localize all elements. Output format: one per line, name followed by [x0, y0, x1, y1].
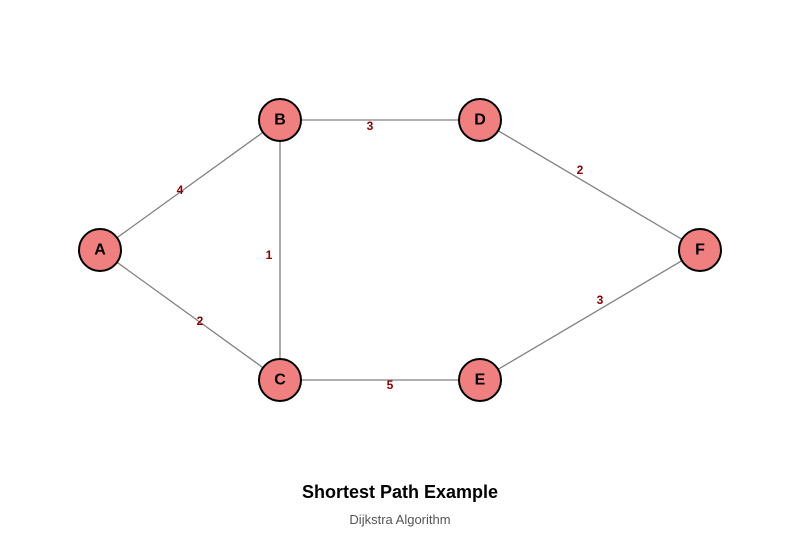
edges-layer	[99, 119, 701, 381]
diagram-subtitle: Dijkstra Algorithm	[349, 512, 451, 527]
node-circle-f	[678, 228, 722, 272]
node-circle-b	[258, 98, 302, 142]
node-circle-e	[458, 358, 502, 402]
edge-a-b	[99, 119, 281, 251]
edge-weight-b-c: 1	[266, 248, 273, 262]
edge-d-f	[479, 119, 701, 251]
node-label-e: E	[475, 372, 486, 389]
node-f: F	[678, 228, 722, 272]
edge-e-f	[479, 249, 701, 381]
node-label-f: F	[695, 242, 705, 259]
node-a: A	[78, 228, 122, 272]
node-label-b: B	[274, 112, 286, 129]
edge-weight-c-e: 5	[387, 378, 394, 392]
diagram-title: Shortest Path Example	[301, 482, 499, 502]
node-label-a: A	[94, 242, 106, 259]
edge-weight-e-f: 3	[597, 293, 604, 307]
node-circle-d	[458, 98, 502, 142]
edge-weight-a-c: 2	[197, 314, 204, 328]
nodes-layer: A B C D E F	[78, 98, 722, 402]
edge-weight-b-d: 3	[367, 119, 374, 133]
node-e: E	[458, 358, 502, 402]
edge-weights-layer: 4 2 1 3 5 2 3	[177, 119, 604, 392]
node-label-d: D	[474, 112, 486, 129]
node-b: B	[258, 98, 302, 142]
node-circle-a	[78, 228, 122, 272]
node-d: D	[458, 98, 502, 142]
node-circle-c	[258, 358, 302, 402]
edge-weight-a-b: 4	[177, 183, 184, 197]
node-c: C	[258, 358, 302, 402]
node-label-c: C	[274, 372, 286, 389]
edge-weight-d-f: 2	[577, 163, 584, 177]
edge-a-c	[99, 249, 281, 381]
